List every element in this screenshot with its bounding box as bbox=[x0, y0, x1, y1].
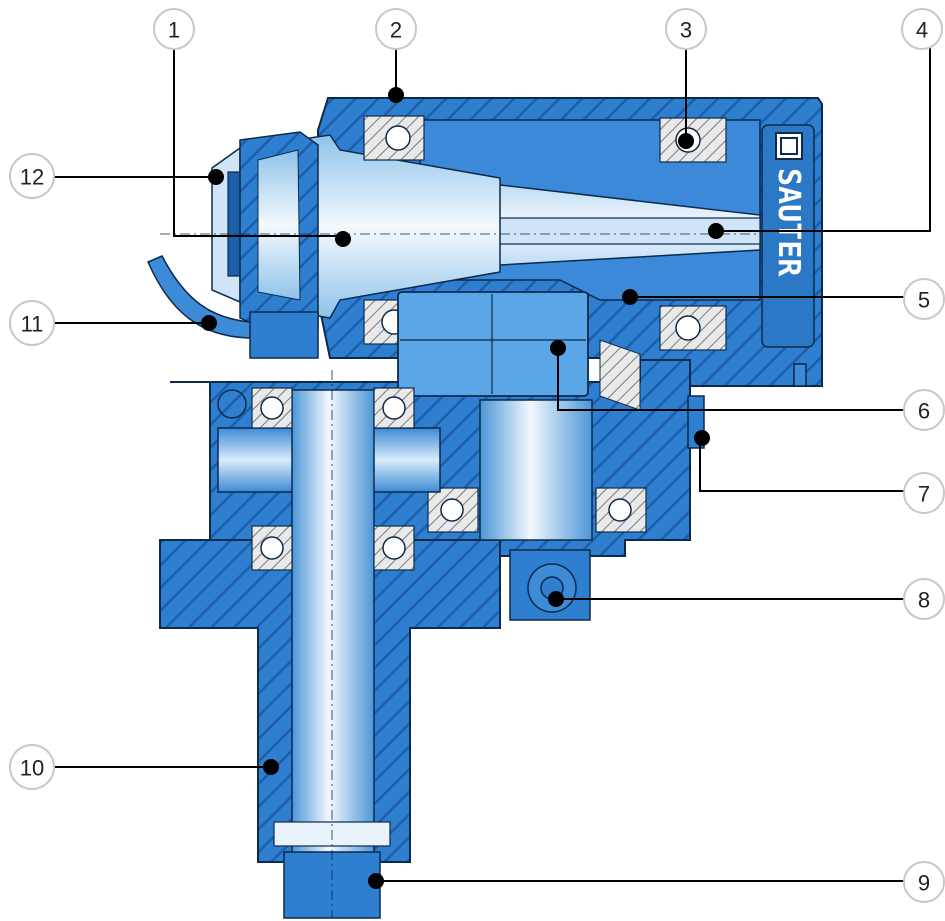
point-6 bbox=[550, 340, 566, 356]
callout-1: 1 bbox=[153, 8, 195, 50]
callout-7: 7 bbox=[903, 472, 945, 514]
brand-logo-icon bbox=[775, 132, 803, 160]
output-shaft-body bbox=[291, 389, 375, 883]
leaders bbox=[54, 48, 931, 882]
intermediate-shaft bbox=[427, 399, 647, 541]
callout-8: 8 bbox=[903, 578, 945, 620]
housing-hole bbox=[217, 389, 247, 419]
output-shaft bbox=[217, 370, 441, 919]
bottom-screw bbox=[793, 363, 807, 387]
callout-4-label: 4 bbox=[916, 18, 928, 43]
point-12 bbox=[208, 169, 224, 185]
point-5 bbox=[622, 289, 638, 305]
callout-8-label: 8 bbox=[918, 588, 930, 613]
callout-3: 3 bbox=[665, 8, 707, 50]
leader-7 bbox=[699, 438, 908, 492]
brand-plate bbox=[761, 124, 815, 348]
callout-5-label: 5 bbox=[918, 288, 930, 313]
point-1 bbox=[335, 231, 351, 247]
callout-4: 4 bbox=[901, 8, 943, 50]
point-4 bbox=[708, 223, 724, 239]
callout-2: 2 bbox=[375, 8, 417, 50]
callout-10-label: 10 bbox=[20, 756, 44, 781]
leader-1 bbox=[173, 48, 343, 237]
bevel-gear bbox=[397, 291, 641, 411]
callout-2-label: 2 bbox=[390, 18, 402, 43]
leader-6 bbox=[557, 348, 908, 411]
callout-9: 9 bbox=[903, 861, 945, 903]
callout-6: 6 bbox=[903, 389, 945, 431]
brand-text: SAUTER bbox=[771, 168, 806, 277]
callout-11-label: 11 bbox=[21, 312, 44, 337]
point-8 bbox=[548, 591, 564, 607]
point-10 bbox=[263, 759, 279, 775]
drain-plug bbox=[509, 549, 591, 621]
callout-3-label: 3 bbox=[680, 18, 692, 43]
point-3 bbox=[678, 133, 694, 149]
callout-7-label: 7 bbox=[918, 482, 930, 507]
callout-10: 10 bbox=[9, 744, 55, 790]
callout-12: 12 bbox=[9, 153, 55, 199]
leader-points bbox=[201, 87, 724, 889]
callout-5: 5 bbox=[903, 278, 945, 320]
point-7 bbox=[694, 430, 710, 446]
callout-9-label: 9 bbox=[918, 871, 930, 896]
callout-6-label: 6 bbox=[918, 399, 930, 424]
callout-12-label: 12 bbox=[20, 165, 44, 190]
callout-11: 11 bbox=[9, 300, 55, 346]
point-9 bbox=[368, 873, 384, 889]
leader-4 bbox=[716, 48, 931, 232]
callout-1-label: 1 bbox=[168, 18, 180, 43]
callouts: 1 2 3 4 5 6 7 8 bbox=[9, 8, 945, 903]
point-2 bbox=[388, 87, 404, 103]
point-11 bbox=[201, 315, 217, 331]
hose-fitting bbox=[249, 311, 319, 359]
